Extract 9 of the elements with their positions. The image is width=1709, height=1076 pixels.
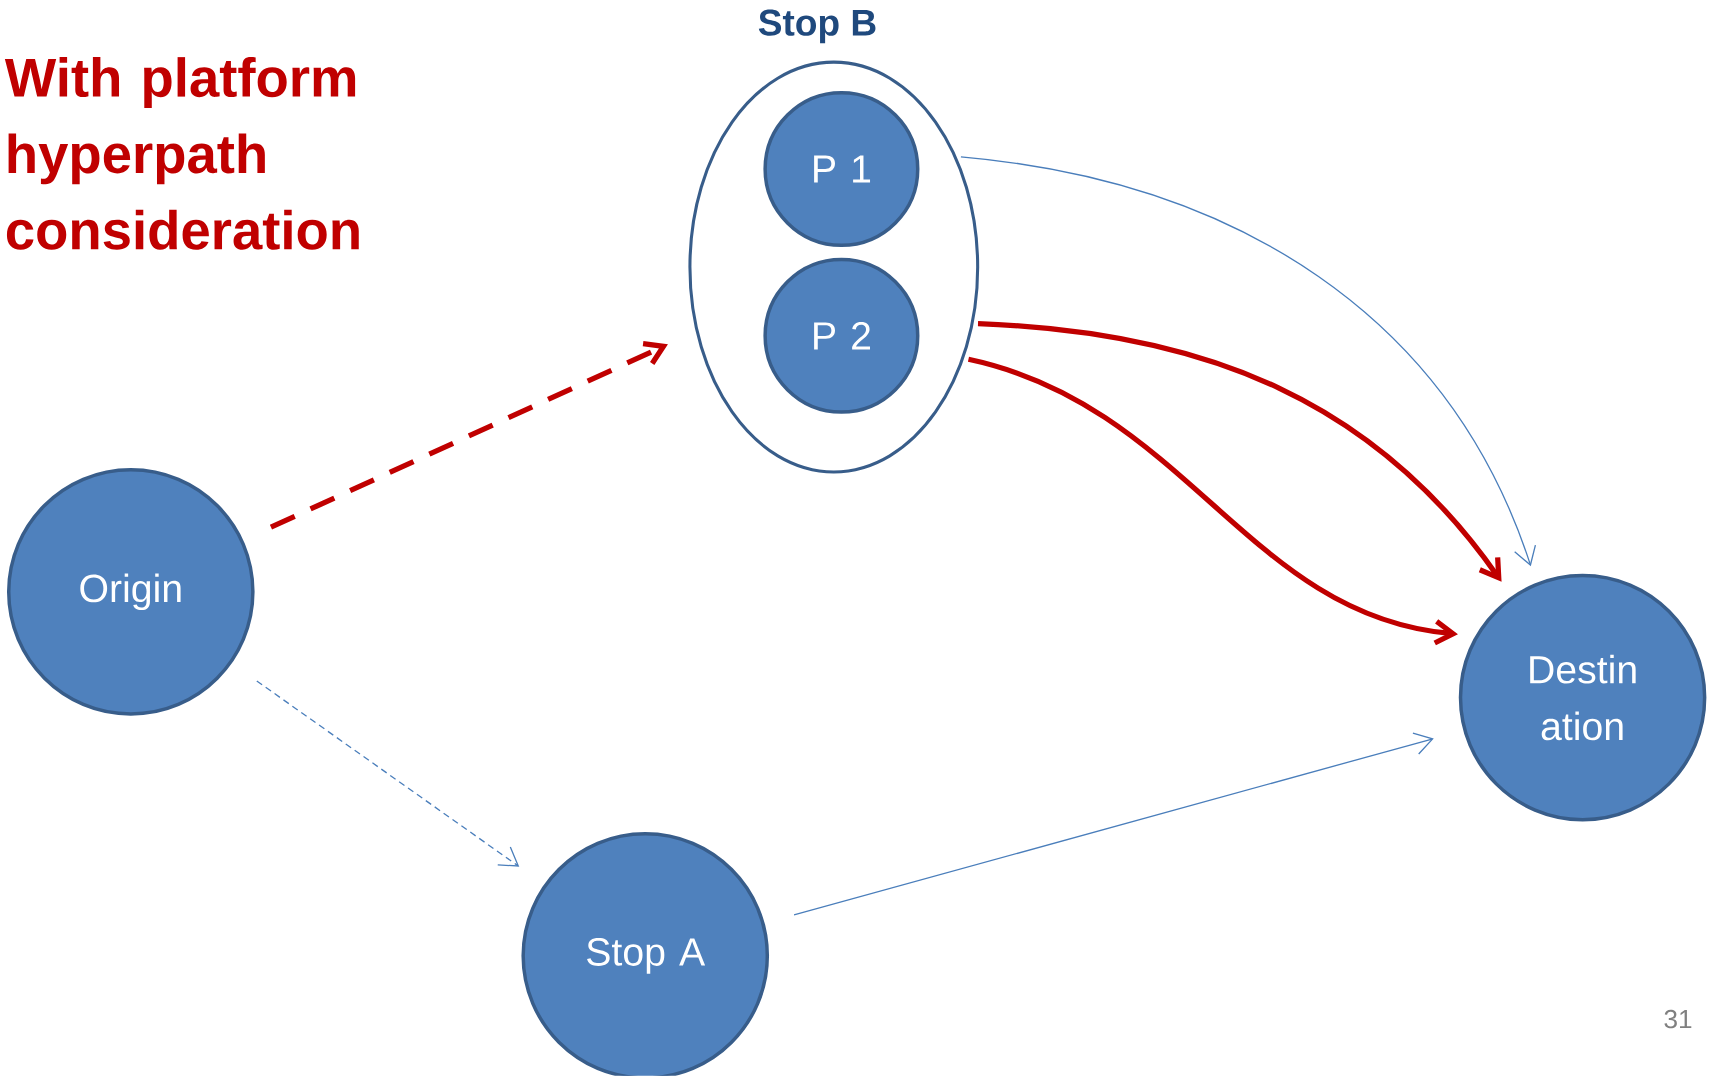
- arrow: [960, 156, 1537, 567]
- page-number: 31: [1664, 1009, 1692, 1029]
- arrow: [793, 732, 1434, 916]
- arrow: [967, 356, 1458, 646]
- arrow: [977, 321, 1502, 582]
- node-label: Stop B: [758, 9, 876, 44]
- arrow: [269, 341, 668, 530]
- arrow: [256, 680, 520, 867]
- title: With platform hyperpath consideration: [4, 57, 359, 250]
